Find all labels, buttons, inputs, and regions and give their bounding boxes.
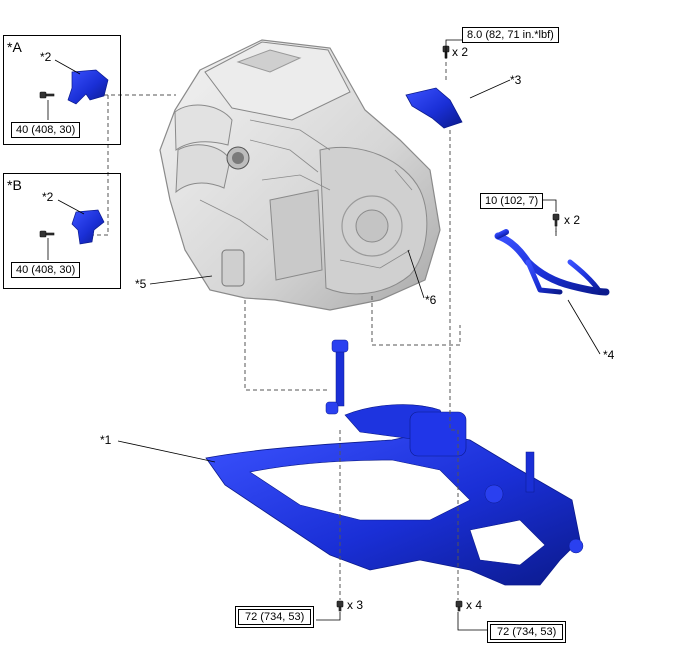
callout-transaxle: *6 [425,293,437,307]
inset-b-torque: 40 (408, 30) [11,262,81,278]
qty-frame-left: x 3 [347,598,364,612]
qty-bracket-top: x 2 [452,45,469,59]
inset-a-part-label: *2 [40,50,52,64]
wire-harness-bracket [494,229,610,296]
inset-a-torque: 40 (408, 30) [11,122,81,138]
callout-crossmember: *1 [100,433,112,447]
inset-b-label: *B [7,177,22,193]
bolt-icon-inset-a [39,91,55,99]
qty-harness: x 2 [564,213,581,227]
callout-engine: *5 [135,277,147,291]
torque-frame-left-value: 72 (734, 53) [238,609,312,625]
inset-a-bracket [67,69,109,105]
torque-harness: 10 (102, 7) [480,193,544,209]
inset-a-label: *A [7,39,22,55]
front-suspension-crossmember [205,339,584,586]
inset-b-bracket [71,209,105,245]
engine-assembly [159,39,441,311]
bolt-icon-inset-b [39,230,55,238]
callout-bracket: *3 [510,73,522,87]
callout-harness-bracket: *4 [603,348,615,362]
bolt-icon-frame-right [455,600,463,612]
bolt-icon-frame-left [336,600,344,612]
inset-b-part-label: *2 [42,190,54,204]
torque-frame-left: 72 (734, 53) [235,606,315,628]
torque-frame-right: 72 (734, 53) [487,621,567,643]
bolt-icon-harness [552,213,560,227]
leader-lines [47,39,601,631]
engine-mount-bracket [405,87,463,129]
inset-a-frame [3,35,121,145]
torque-bracket-top: 8.0 (82, 71 in.*lbf) [462,27,559,43]
qty-frame-right: x 4 [466,598,483,612]
torque-frame-right-value: 72 (734, 53) [490,624,564,640]
inset-b-frame [3,173,121,289]
